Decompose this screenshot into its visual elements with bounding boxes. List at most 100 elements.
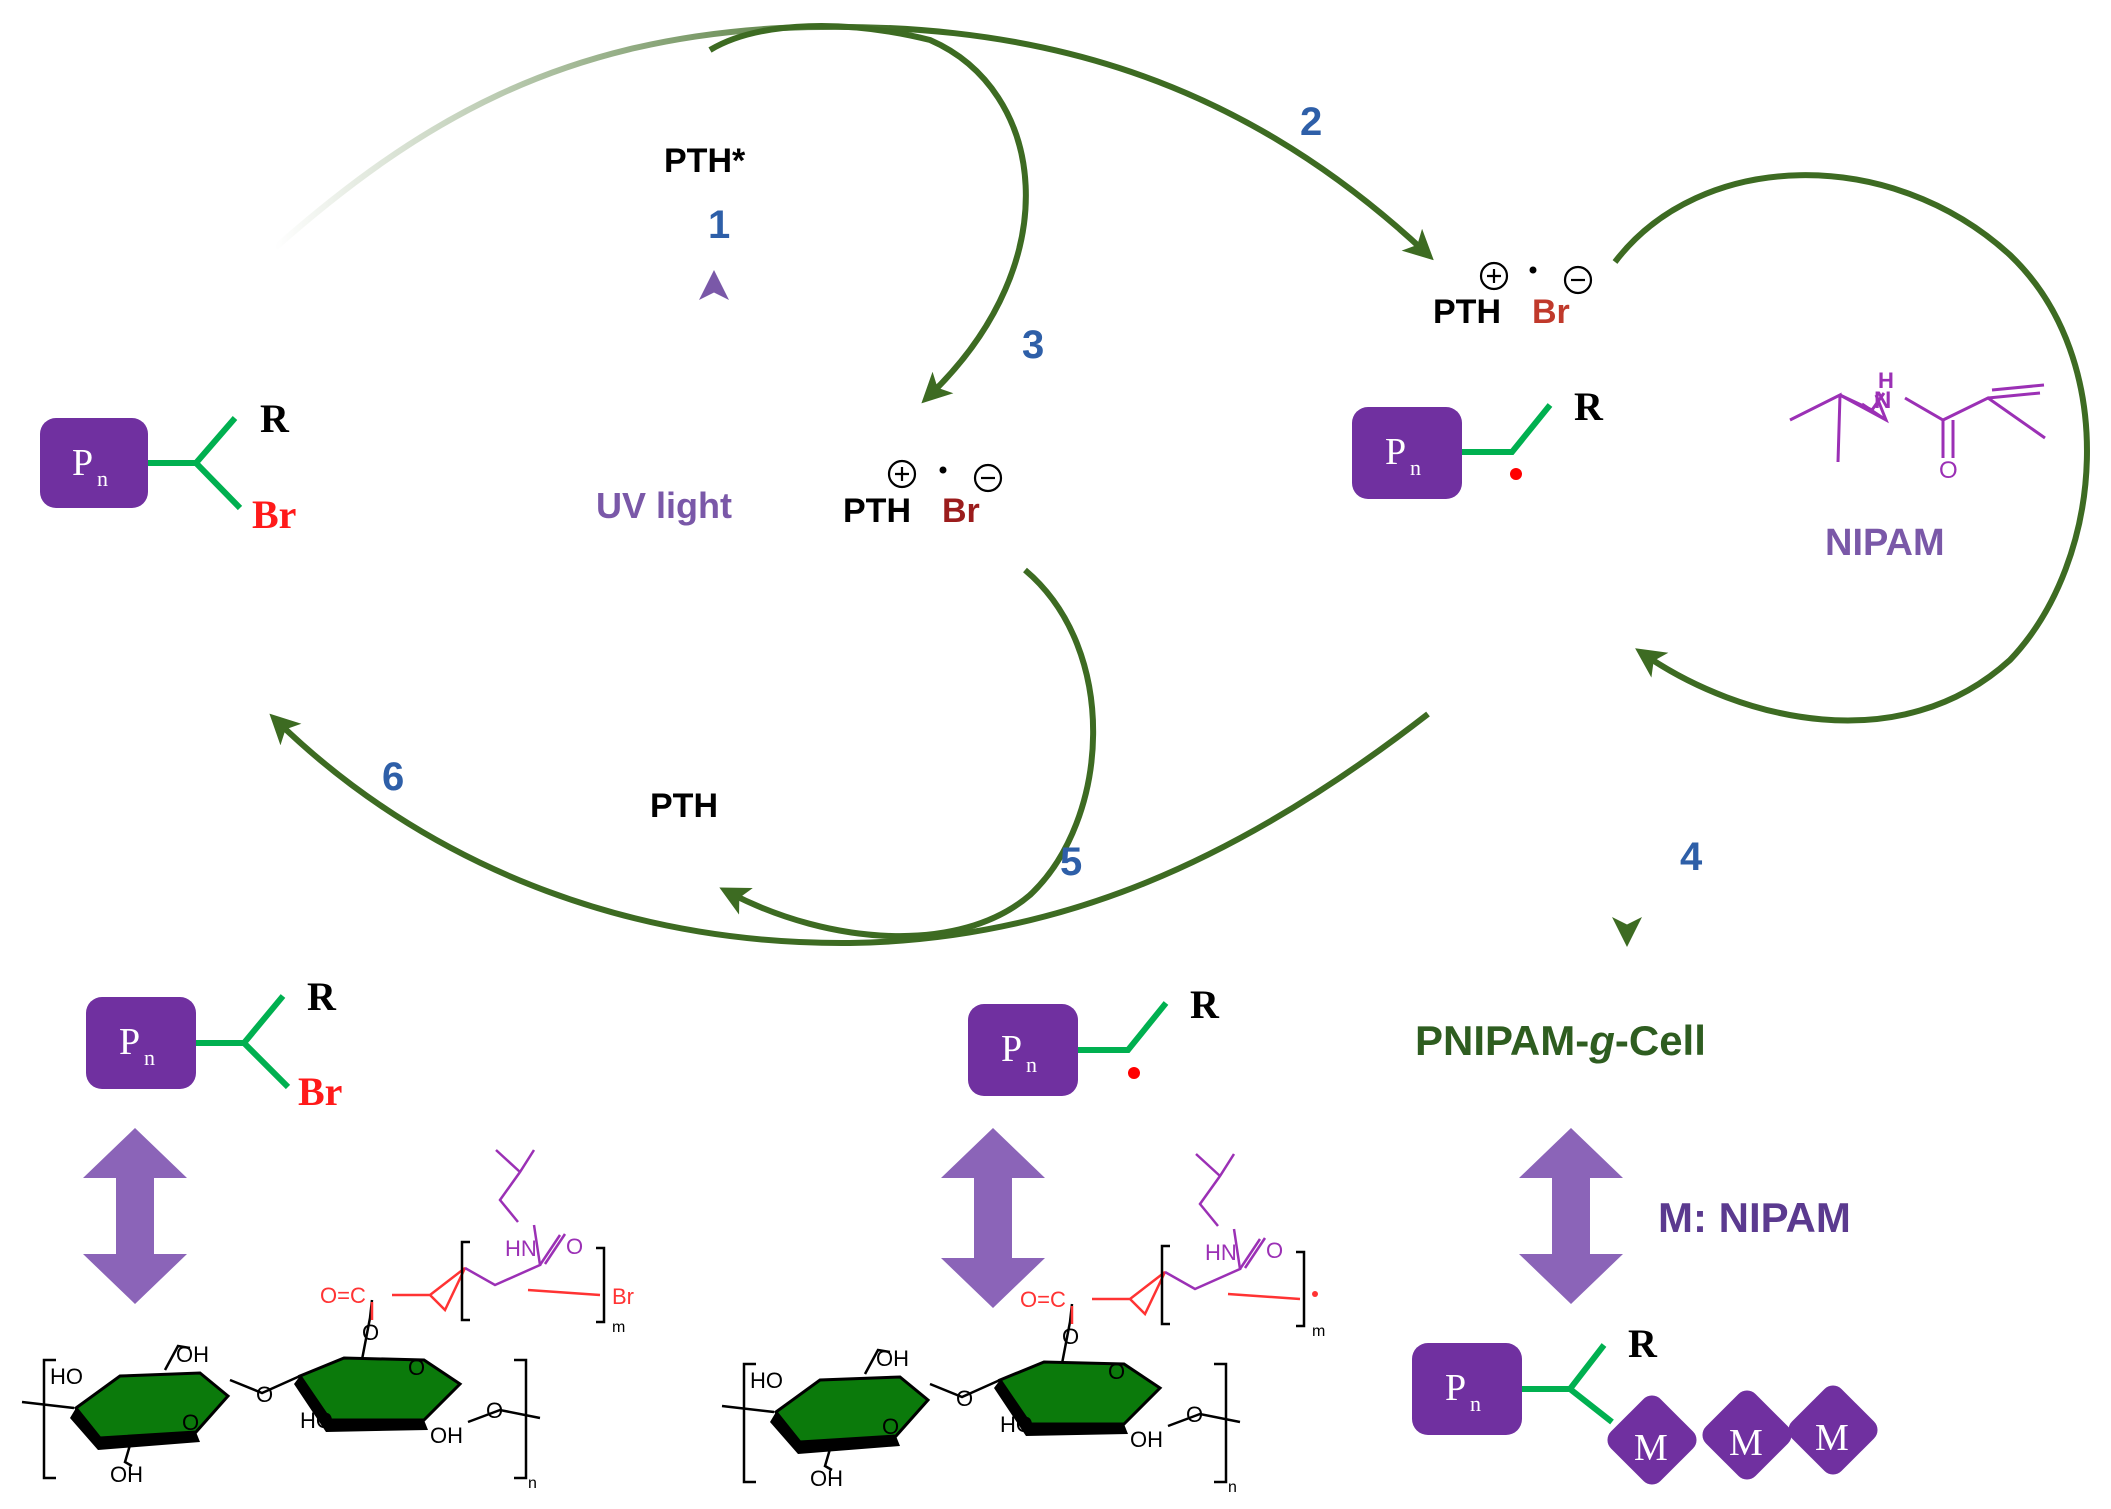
uv-light-label: UV light xyxy=(596,485,732,526)
arrow-step-5 xyxy=(719,567,1097,940)
monomer-chain: M M M xyxy=(1607,1385,1878,1485)
step-number-3: 3 xyxy=(1022,323,1044,367)
polymer-box-p: P xyxy=(1385,431,1406,473)
step-number-4: 4 xyxy=(1680,835,1703,879)
atom-oh: OH xyxy=(430,1423,463,1448)
pth-radical-cation-right: PTH Br xyxy=(1433,261,1593,331)
atom-ho: HO xyxy=(750,1368,783,1393)
bracket-m-right xyxy=(596,1246,606,1324)
atom-carbonyl: O=C xyxy=(320,1283,366,1308)
initiator-fragment xyxy=(1092,1271,1167,1317)
monomer-label: M xyxy=(1634,1427,1668,1469)
pnipam-unit xyxy=(464,1149,567,1287)
chain-bond xyxy=(467,1408,541,1424)
arrow-propagation-loop xyxy=(1612,172,2090,724)
chain-end-bond xyxy=(1227,1292,1301,1301)
sugar-ring-2-edge xyxy=(994,1380,1128,1436)
arrow-step-6 xyxy=(269,711,1430,947)
carbonyl-bond xyxy=(1238,1237,1267,1270)
nipam-label: NIPAM xyxy=(1825,522,1945,564)
cellulose-radical-structure: HO OH O O HO O OH O OH n O O=C m HN O xyxy=(721,1153,1325,1496)
atom-ho: HO xyxy=(1000,1412,1033,1437)
polymer-box-n: n xyxy=(97,466,108,491)
r-group: R xyxy=(1574,384,1604,429)
oh-bond xyxy=(163,1344,191,1371)
sugar-ring-1-edge xyxy=(70,1408,200,1450)
nipam-structure xyxy=(1789,383,2046,463)
amide-vinyl-bonds xyxy=(1904,383,2046,458)
atom-chain-o: O xyxy=(486,1398,503,1423)
r-group: R xyxy=(1628,1321,1658,1366)
sugar-ring-2-edge xyxy=(294,1376,428,1432)
bond-lines xyxy=(196,994,291,1090)
pth-cation-label: PTH xyxy=(843,492,911,530)
atom-ho: HO xyxy=(300,1408,333,1433)
subscript-m: m xyxy=(612,1319,625,1336)
polymer-box xyxy=(86,997,196,1089)
radical-dot-icon xyxy=(939,466,947,474)
step-numbers: 1 2 3 4 5 6 xyxy=(382,100,1703,884)
backbone-bond xyxy=(464,1224,542,1287)
pth-cation-label-right: PTH xyxy=(1433,293,1501,331)
oh-bond xyxy=(863,1348,891,1375)
polymer-box-n: n xyxy=(1410,455,1421,480)
radical-dot-icon xyxy=(1312,1291,1318,1297)
subscript-m: m xyxy=(1312,1323,1325,1340)
step-number-2: 2 xyxy=(1300,100,1322,144)
repeat-bracket xyxy=(460,1240,606,1324)
sugar-ring-1-edge xyxy=(770,1412,900,1454)
product-label-pre: PNIPAM- xyxy=(1415,1017,1589,1064)
bracket-left xyxy=(42,1358,56,1480)
macroradical-right: P n R xyxy=(1352,384,1604,499)
atom-ring-o: O xyxy=(1108,1359,1125,1384)
glycosidic-bond xyxy=(929,1378,1001,1399)
atom-ring-o: O xyxy=(408,1355,425,1380)
atom-oh: OH xyxy=(876,1346,909,1371)
bracket-m-left xyxy=(460,1240,470,1322)
atom-carbonyl: O=C xyxy=(1020,1287,1066,1312)
atom-ho: HO xyxy=(50,1364,83,1389)
pth-excited-label: PTH* xyxy=(664,142,746,180)
bond-lines xyxy=(1462,403,1553,455)
backbone-bond xyxy=(1164,1228,1242,1291)
subscript-n: n xyxy=(1228,1479,1237,1496)
br-anion-label: Br xyxy=(942,492,980,530)
polymer-box-n: n xyxy=(144,1045,155,1070)
bond-lines xyxy=(148,416,243,511)
isopropyl-bonds xyxy=(495,1149,536,1223)
minus-charge-icon xyxy=(1563,265,1593,295)
subscript-n: n xyxy=(528,1475,537,1492)
sugar-ring-1 xyxy=(773,1375,931,1444)
double-arrow-left xyxy=(83,1128,187,1304)
atom-hn: HN xyxy=(1205,1240,1237,1265)
atom-amide-o: O xyxy=(1266,1238,1283,1263)
atom-oh: OH xyxy=(810,1466,843,1491)
monomer-unit xyxy=(1788,1385,1878,1475)
bracket-bonds xyxy=(21,1299,541,1480)
radical-dot-icon xyxy=(1510,468,1522,480)
nipam-h: H xyxy=(1878,368,1894,393)
cellulose-initiator-structure: HO OH O O HO O OH O OH n O O=C Br m HN O xyxy=(21,1149,634,1492)
bracket-m-left xyxy=(1160,1244,1170,1326)
equivalence-arrows xyxy=(83,1128,1623,1308)
product-label-post: -Cell xyxy=(1615,1017,1706,1064)
double-arrow-right xyxy=(1519,1128,1623,1304)
atom-hn: HN xyxy=(505,1236,537,1261)
br-anion-label-right: Br xyxy=(1532,293,1570,331)
atom-ester-o: O xyxy=(1062,1324,1079,1349)
br-end-group: Br xyxy=(298,1069,342,1114)
plus-charge-icon xyxy=(887,459,917,489)
polymer-box-p: P xyxy=(1445,1367,1466,1409)
carbonyl-bond xyxy=(538,1233,567,1266)
grafted-product: P n R M M M xyxy=(1412,1321,1878,1485)
bracket-left xyxy=(742,1362,756,1484)
pth-ground-label: PTH xyxy=(650,787,718,825)
br-end-group: Br xyxy=(252,492,296,537)
polymer-box-p: P xyxy=(1001,1028,1022,1070)
macroradical-bottom-middle: P n R xyxy=(968,982,1220,1096)
glycosidic-bond xyxy=(229,1374,301,1395)
nipam-o: O xyxy=(1939,457,1958,484)
r-group: R xyxy=(260,396,290,441)
initiator-fragment xyxy=(392,1267,467,1313)
plus-sign-icon xyxy=(895,467,909,481)
